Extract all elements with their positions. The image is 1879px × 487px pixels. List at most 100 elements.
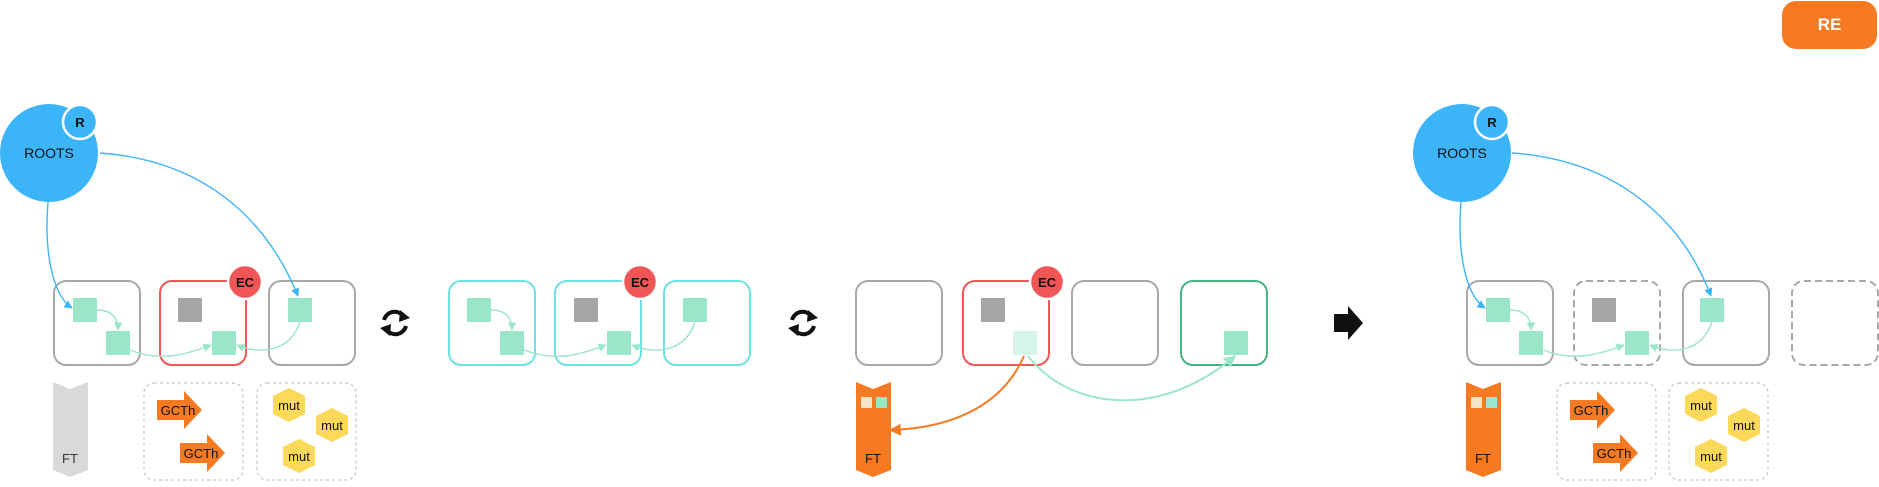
mutator-hexagon: mut xyxy=(283,439,315,473)
copy-arrow xyxy=(1027,355,1236,402)
ec-badge: EC xyxy=(621,263,659,301)
reference-arrow xyxy=(1459,201,1486,309)
live-object xyxy=(288,298,312,322)
live-object xyxy=(1486,298,1510,322)
reference-arrow xyxy=(631,321,696,352)
forwarding-entry xyxy=(861,397,872,408)
reference-arrow xyxy=(96,309,123,331)
live-object xyxy=(1224,331,1248,355)
gc-thread-arrow: GCTh xyxy=(1570,391,1615,429)
cycle-icon xyxy=(788,309,818,337)
gcth-label: GCTh xyxy=(184,446,219,461)
gc-thread-arrow: GCTh xyxy=(157,391,202,429)
roots-node: ROOTS R xyxy=(1413,103,1511,202)
mutators-group xyxy=(1668,382,1769,481)
mut-label: mut xyxy=(278,398,300,413)
live-object xyxy=(683,298,707,322)
mut-label: mut xyxy=(1700,449,1722,464)
mutator-hexagon: mut xyxy=(316,408,348,442)
heap-region xyxy=(1466,280,1554,366)
forwarding-entry xyxy=(1471,397,1482,408)
gc-threads-group xyxy=(1556,382,1657,481)
mut-label: mut xyxy=(288,449,310,464)
reference-arrow xyxy=(236,321,301,352)
heap-region xyxy=(1071,280,1159,366)
freed-region xyxy=(1791,280,1879,366)
forwarding-arrow xyxy=(888,355,1025,436)
forwarding-table: FT xyxy=(856,382,891,477)
arrow-right-icon xyxy=(1334,306,1363,340)
root-badge-label: R xyxy=(1487,115,1497,130)
reference-arrow xyxy=(99,152,300,297)
evacuation-region xyxy=(159,280,247,366)
freed-region xyxy=(1573,280,1661,366)
ec-label: EC xyxy=(236,275,255,290)
ft-label: FT xyxy=(62,451,78,466)
forwarded-object xyxy=(1013,331,1037,355)
evacuation-region xyxy=(554,280,642,366)
heap-region xyxy=(855,280,943,366)
evacuation-region xyxy=(962,280,1050,366)
mutator-hexagon: mut xyxy=(1685,388,1717,422)
dead-object xyxy=(1592,298,1616,322)
reference-arrow xyxy=(129,343,212,358)
roots-label: ROOTS xyxy=(1437,145,1487,161)
live-object xyxy=(1700,298,1724,322)
live-object xyxy=(212,331,236,355)
live-object xyxy=(467,298,491,322)
panel-1: ROOTS R EC FT xyxy=(0,103,357,481)
panel-4: ROOTS R FT GCTh GCTh xyxy=(1413,103,1879,481)
root-badge-label: R xyxy=(75,115,85,130)
dead-object xyxy=(574,298,598,322)
forwarding-entry xyxy=(876,397,887,408)
reference-arrow xyxy=(1509,309,1536,331)
heap-region xyxy=(268,280,356,366)
reference-arrow xyxy=(523,343,607,358)
mutator-hexagon: mut xyxy=(1695,439,1727,473)
mutator-hexagon: mut xyxy=(273,388,305,422)
roots-label: ROOTS xyxy=(24,145,74,161)
heap-region xyxy=(448,280,536,366)
heap-region xyxy=(663,280,751,366)
mutator-hexagon: mut xyxy=(1728,408,1760,442)
reference-arrow xyxy=(1542,343,1625,358)
ec-badge: EC xyxy=(226,263,264,301)
root-badge xyxy=(61,103,99,141)
mut-label: mut xyxy=(1690,398,1712,413)
live-object xyxy=(73,298,97,322)
ec-label: EC xyxy=(631,275,650,290)
live-object xyxy=(1625,331,1649,355)
reference-arrow xyxy=(1511,152,1713,297)
gcth-label: GCTh xyxy=(161,403,196,418)
gc-thread-arrow: GCTh xyxy=(1593,434,1638,472)
gcth-label: GCTh xyxy=(1574,403,1609,418)
ec-label: EC xyxy=(1038,275,1057,290)
live-object xyxy=(607,331,631,355)
re-button[interactable]: RE xyxy=(1782,1,1877,49)
gc-thread-arrow: GCTh xyxy=(180,434,225,472)
gc-threads-group xyxy=(143,382,244,481)
ft-label: FT xyxy=(865,451,881,466)
ec-badge: EC xyxy=(1028,263,1066,301)
live-object xyxy=(1519,331,1543,355)
reference-arrow xyxy=(1649,321,1713,352)
roots-node: ROOTS R xyxy=(0,103,99,202)
reference-arrow xyxy=(490,309,517,331)
heap-region xyxy=(53,280,141,366)
mut-label: mut xyxy=(1733,418,1755,433)
reference-arrow xyxy=(46,201,73,309)
live-object xyxy=(106,331,130,355)
gcth-label: GCTh xyxy=(1597,446,1632,461)
forwarding-table: FT xyxy=(53,382,88,477)
live-object xyxy=(500,331,524,355)
panel-3: EC FT xyxy=(855,263,1268,477)
cycle-icon xyxy=(380,309,410,337)
ft-label: FT xyxy=(1475,451,1491,466)
heap-region xyxy=(1682,280,1770,366)
mutators-group xyxy=(256,382,357,481)
mut-label: mut xyxy=(321,418,343,433)
dead-object xyxy=(178,298,202,322)
panel-2: EC xyxy=(448,263,751,366)
root-badge xyxy=(1473,103,1511,141)
forwarding-entry xyxy=(1486,397,1497,408)
